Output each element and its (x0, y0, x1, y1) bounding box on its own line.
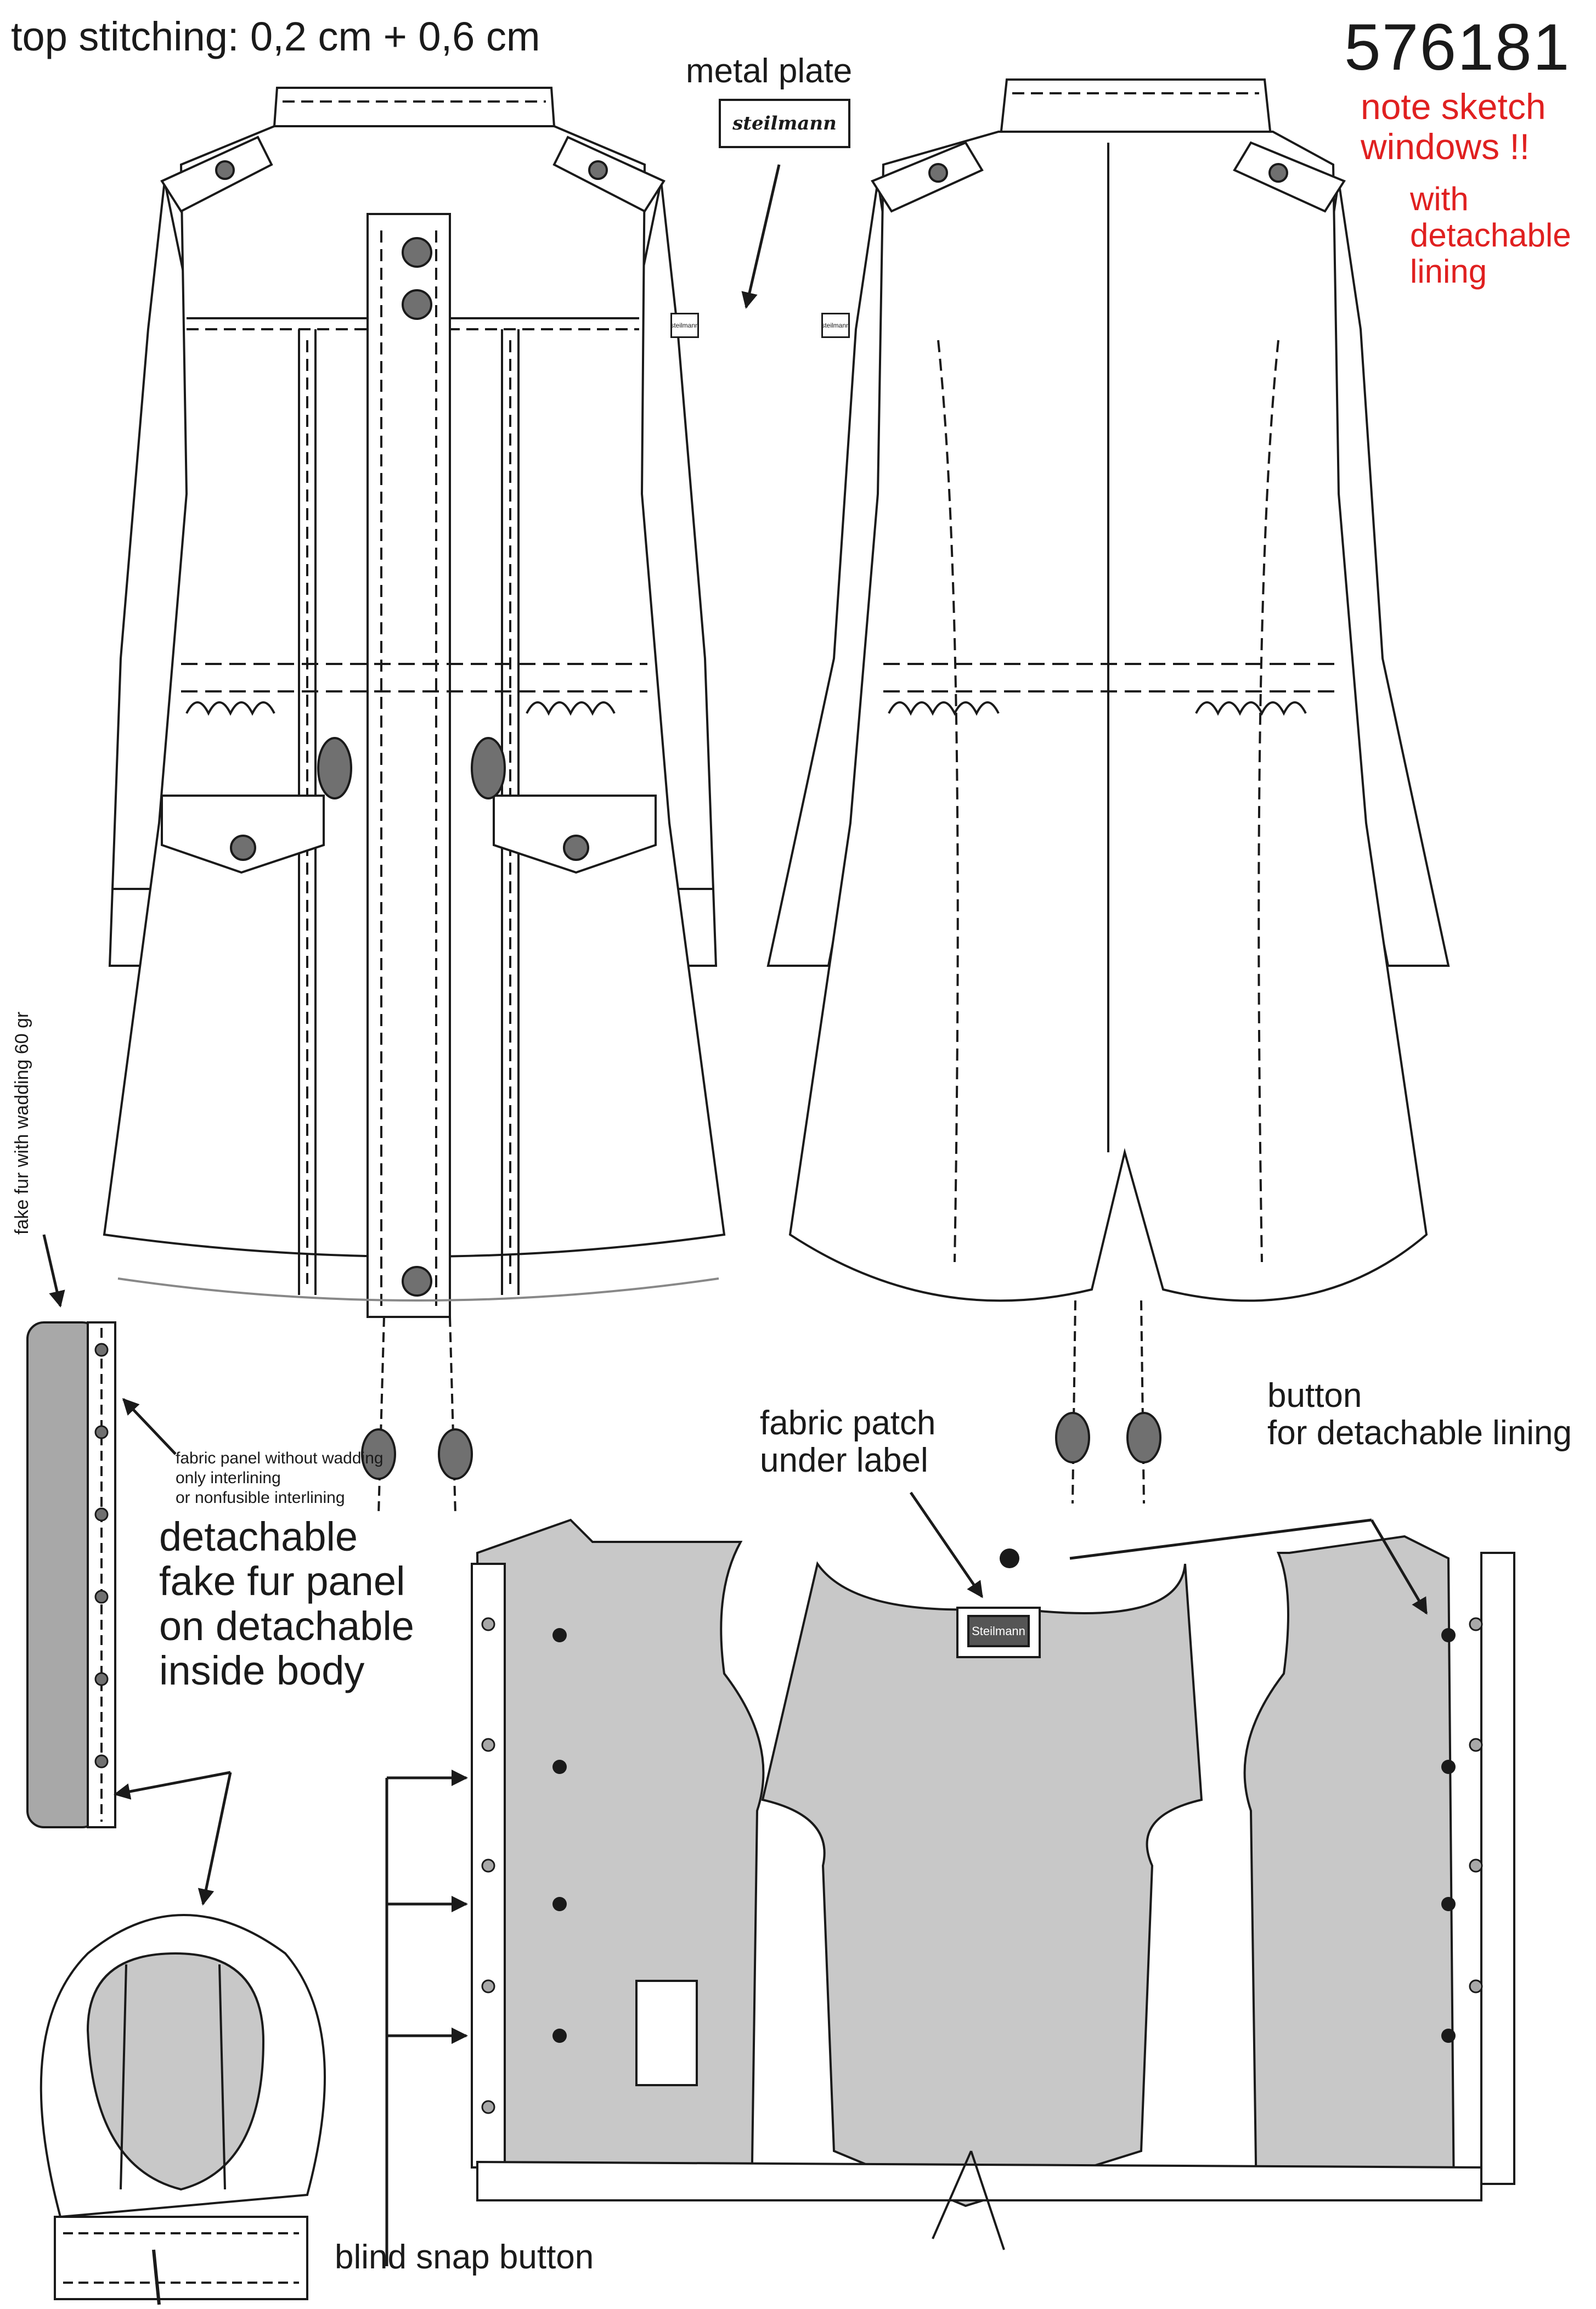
lining-snaps (481, 1617, 1483, 2114)
blind-snap-callout: blind snap button (335, 2238, 594, 2276)
metal-plate-arrow (741, 164, 781, 309)
label-plate-icon: steilmann (719, 99, 850, 148)
sleeve-tab-back-text: steilmann (821, 322, 850, 329)
detachable-lining-note: with detachable lining (1410, 181, 1571, 290)
top-stitching-note: top stitching: 0,2 cm + 0,6 cm (11, 14, 540, 59)
plate-brand-text: steilmann (732, 112, 837, 134)
detachable-panel-note: detachable fake fur panel on detachable … (159, 1514, 414, 1694)
fabric-panel-note: fabric panel without wadding only interl… (176, 1449, 384, 1507)
back-hardware (928, 163, 1288, 1463)
sketch-windows-note: note sketch windows !! (1361, 86, 1546, 167)
lining-buttons (552, 1548, 1456, 2043)
fur-panel (26, 1321, 116, 1828)
inner-label-text: Steilmann (968, 1616, 1029, 1646)
inner-label-brand: Steilmann (972, 1624, 1025, 1638)
hood (40, 1914, 326, 2305)
sleeve-tab-front: steilmann (670, 313, 699, 338)
lining-arrows (385, 1491, 1428, 2266)
fake-fur-wadding-label: fake fur with wadding 60 gr (12, 1011, 32, 1235)
button-lining-callout: button for detachable lining (1267, 1377, 1572, 1452)
fur-arrows (42, 1234, 232, 1906)
front-buttons (215, 160, 608, 1480)
sleeve-tab-back: steilmann (821, 313, 850, 338)
fur-panel-snaps (94, 1343, 109, 1769)
back-view (766, 78, 1450, 1504)
fabric-patch-callout: fabric patch under label (760, 1404, 936, 1480)
metal-plate-label: metal plate (686, 52, 853, 90)
model-number: 576181 (1344, 10, 1571, 84)
sleeve-tab-front-text: steilmann (670, 322, 699, 329)
inside-body (471, 1518, 1515, 2250)
